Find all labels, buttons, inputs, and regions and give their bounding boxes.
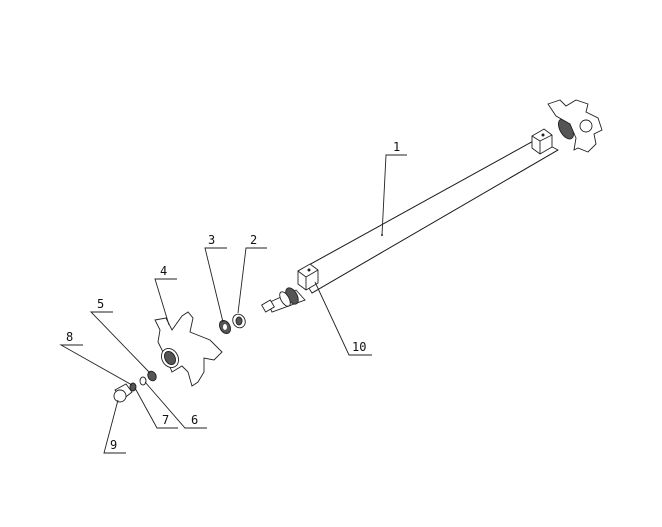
callout-label: 4 bbox=[160, 264, 167, 278]
bracket-10 bbox=[297, 263, 319, 291]
callout-2[interactable]: 2 bbox=[237, 233, 267, 314]
callout-label: 5 bbox=[97, 297, 104, 311]
bracket-right bbox=[531, 128, 553, 155]
callout-label: 7 bbox=[162, 413, 169, 427]
callout-label: 6 bbox=[191, 413, 198, 427]
left-spindle bbox=[261, 287, 306, 313]
bearing-5 bbox=[147, 370, 157, 382]
callout-3[interactable]: 3 bbox=[204, 233, 227, 323]
callout-label: 10 bbox=[352, 340, 366, 354]
cap-9 bbox=[113, 383, 133, 403]
washer-6 bbox=[139, 376, 147, 386]
callout-1[interactable]: 1 bbox=[381, 140, 407, 236]
callout-4[interactable]: 4 bbox=[154, 264, 177, 326]
callout-label: 3 bbox=[208, 233, 215, 247]
nut-2 bbox=[232, 313, 246, 329]
callout-9[interactable]: 9 bbox=[103, 399, 126, 454]
bearing-3 bbox=[218, 319, 232, 335]
callout-label: 9 bbox=[110, 438, 117, 452]
callout-6[interactable]: 6 bbox=[144, 381, 207, 429]
axle-tube bbox=[297, 138, 559, 294]
callout-7[interactable]: 7 bbox=[134, 387, 178, 429]
callout-label: 8 bbox=[66, 330, 73, 344]
callout-8[interactable]: 8 bbox=[59, 330, 133, 386]
callout-5[interactable]: 5 bbox=[89, 297, 151, 374]
hub-4 bbox=[154, 311, 223, 387]
callout-10[interactable]: 10 bbox=[314, 281, 372, 356]
callout-label: 2 bbox=[250, 233, 257, 247]
right-hub-flange bbox=[547, 99, 603, 153]
callout-label: 1 bbox=[393, 140, 400, 154]
